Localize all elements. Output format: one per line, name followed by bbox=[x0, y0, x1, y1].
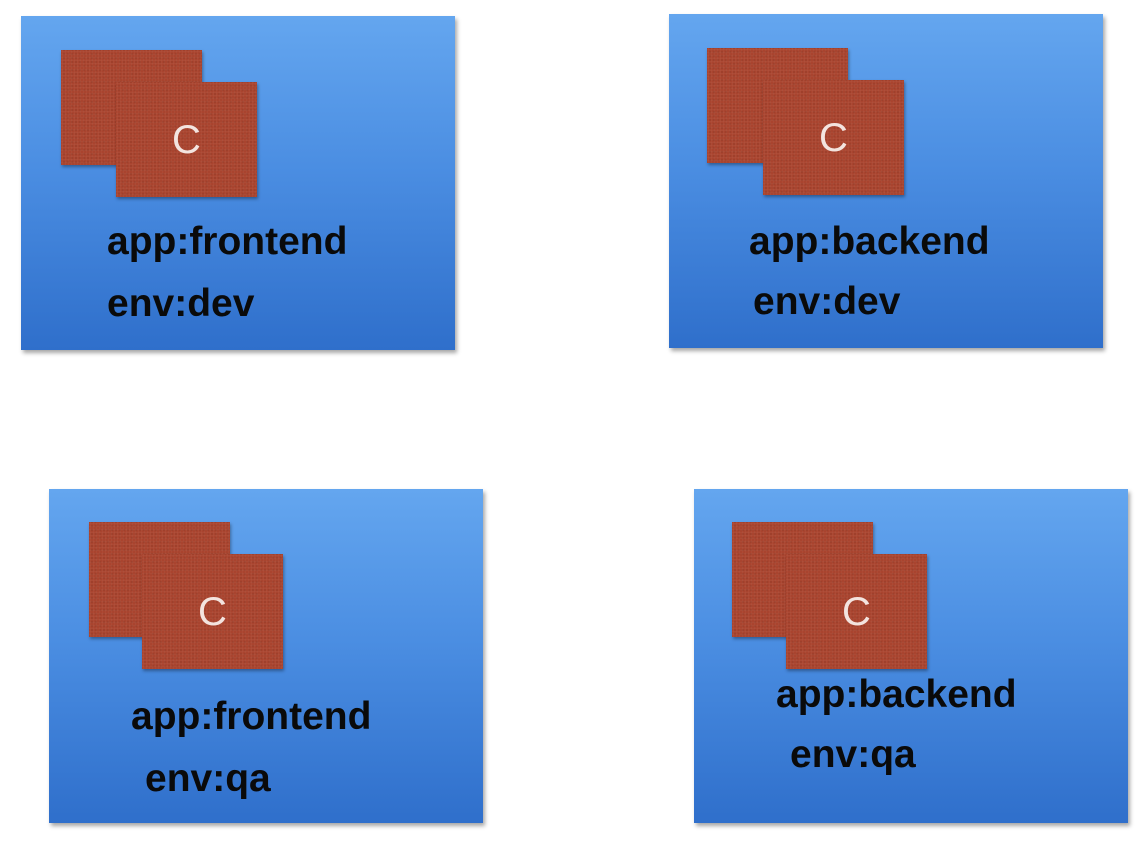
env-label: env:dev bbox=[753, 280, 901, 323]
pod-backend-dev: C app:backend env:dev bbox=[669, 14, 1103, 348]
container-front: C bbox=[116, 82, 257, 197]
container-front: C bbox=[786, 554, 927, 669]
container-letter: C bbox=[842, 589, 871, 634]
env-label: env:dev bbox=[107, 282, 255, 325]
env-label: env:qa bbox=[145, 757, 271, 800]
container-front: C bbox=[763, 80, 904, 195]
container-letter: C bbox=[198, 589, 227, 634]
app-label: app:backend bbox=[776, 673, 1017, 716]
app-label: app:backend bbox=[749, 220, 990, 263]
app-label: app:frontend bbox=[131, 695, 372, 738]
pod-frontend-qa: C app:frontend env:qa bbox=[49, 489, 483, 823]
container-letter: C bbox=[819, 115, 848, 160]
env-label: env:qa bbox=[790, 733, 916, 776]
container-letter: C bbox=[172, 117, 201, 162]
app-label: app:frontend bbox=[107, 220, 348, 263]
pod-frontend-dev: C app:frontend env:dev bbox=[21, 16, 455, 350]
container-front: C bbox=[142, 554, 283, 669]
pod-backend-qa: C app:backend env:qa bbox=[694, 489, 1128, 823]
